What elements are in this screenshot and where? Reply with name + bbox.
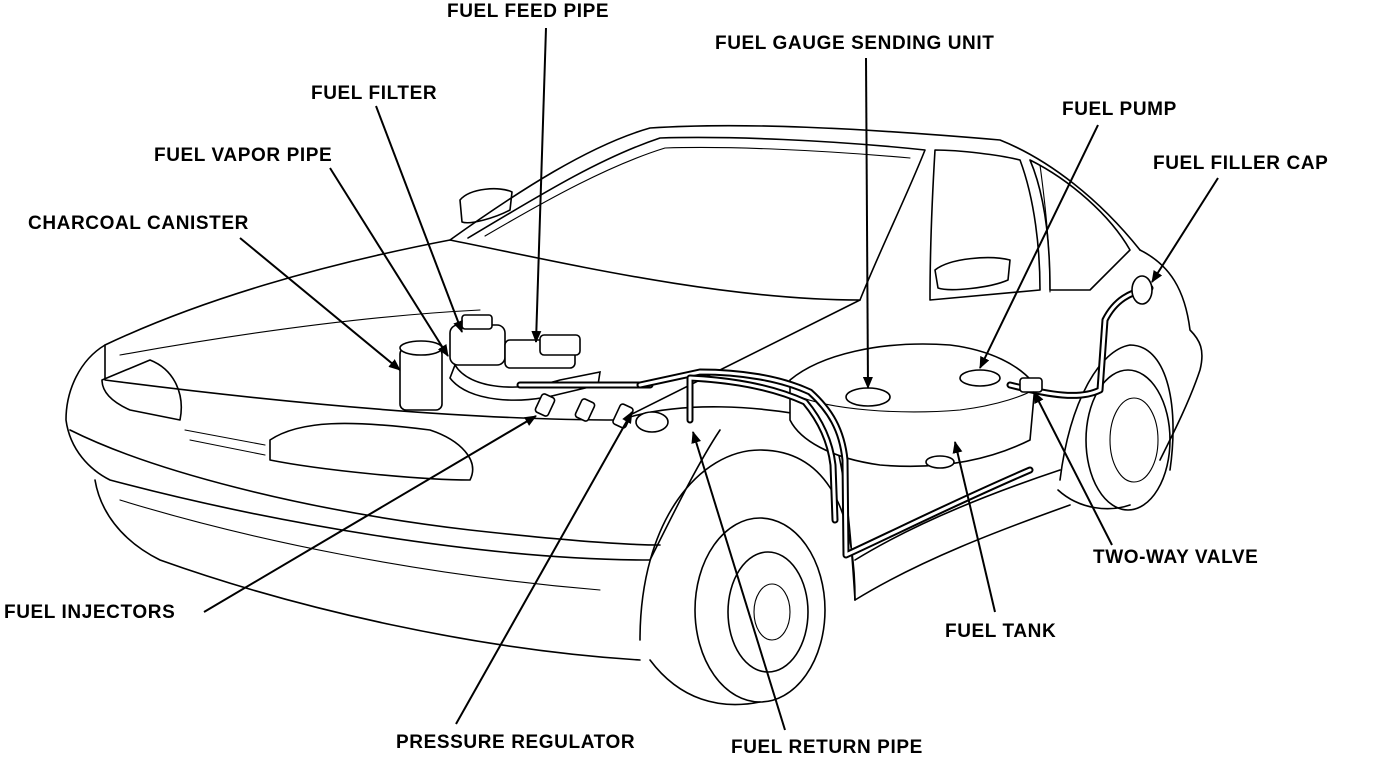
hood (104, 239, 861, 421)
front-tire (694, 517, 826, 703)
fuel-gauge-unit-cap (845, 387, 891, 407)
intake-runner (449, 363, 601, 401)
leader-lines (203, 27, 1219, 731)
grille (184, 429, 266, 446)
label-fuel-pump: FUEL PUMP (1062, 99, 1177, 120)
label-fuel-injectors: FUEL INJECTORS (4, 602, 176, 623)
fuel-filter-body (449, 324, 506, 366)
fuel-filler-cap-shape (1131, 275, 1153, 305)
interior-mirror (934, 256, 1011, 291)
fuel-pump-cap (959, 369, 1001, 387)
leader-two-way-valve (1033, 391, 1113, 546)
two-way-valve-shape (1019, 377, 1043, 393)
leader-fuel-pump (979, 124, 1099, 369)
label-fuel-filler-cap: FUEL FILLER CAP (1153, 153, 1329, 174)
rear-rim (1109, 397, 1159, 483)
front-tire-bottom (649, 659, 761, 706)
leader-fuel-gauge-sending-unit (862, 57, 873, 389)
leader-fuel-filler-cap (1151, 177, 1219, 283)
car-body (65, 124, 1203, 706)
injector-1 (534, 393, 556, 417)
rear-tire (1085, 369, 1171, 511)
label-two-way-valve: TWO-WAY VALVE (1093, 547, 1259, 568)
label-charcoal-canister: CHARCOAL CANISTER (28, 213, 249, 234)
pressure-regulator-body (635, 411, 669, 433)
leader-fuel-tank (952, 441, 996, 613)
leader-fuel-vapor-pipe (329, 167, 449, 357)
charcoal-canister (399, 347, 443, 411)
label-fuel-vapor-pipe: FUEL VAPOR PIPE (154, 145, 333, 166)
front-hub (753, 583, 791, 641)
front-face (65, 344, 721, 561)
headlight-right (269, 422, 474, 481)
front-bumper (69, 429, 661, 546)
grille-2 (189, 439, 266, 456)
car-roof (449, 124, 1141, 251)
charcoal-canister-top (399, 340, 443, 356)
tank-strap (925, 455, 955, 469)
label-fuel-feed-pipe: FUEL FEED PIPE (447, 1, 610, 22)
leader-charcoal-canister (239, 237, 401, 371)
front-rim (727, 551, 809, 673)
leader-fuel-injectors (203, 415, 537, 613)
leader-fuel-filter (375, 105, 463, 333)
leader-pressure-regulator (455, 411, 633, 725)
windshield-inner (484, 146, 911, 237)
label-fuel-filter: FUEL FILTER (311, 83, 438, 104)
injector-2 (574, 398, 596, 422)
side-window-rear (1029, 159, 1131, 291)
leader-fuel-return-pipe (691, 431, 786, 731)
manifold-block-2 (539, 334, 581, 356)
headlight-left (101, 359, 182, 421)
rear-tire-bottom (1057, 489, 1131, 510)
side-sill-lower (854, 504, 1071, 601)
label-fuel-tank: FUEL TANK (945, 621, 1057, 642)
rear-wheel-arch (1059, 344, 1174, 481)
rear-quarter (1139, 249, 1203, 461)
hood-crease (119, 309, 481, 356)
label-pressure-regulator: PRESSURE REGULATOR (396, 732, 636, 753)
side-mirror (459, 187, 513, 224)
label-fuel-return-pipe: FUEL RETURN PIPE (731, 737, 923, 758)
lower-valance (94, 479, 641, 661)
fuel-tank-seam (794, 389, 1034, 413)
side-sill (854, 469, 1061, 561)
windshield-frame (467, 136, 926, 301)
fuel-filter-top (461, 314, 493, 330)
bumper-line (119, 499, 601, 591)
leader-fuel-feed-pipe (531, 27, 547, 343)
label-fuel-gauge-sending-unit: FUEL GAUGE SENDING UNIT (715, 33, 995, 54)
